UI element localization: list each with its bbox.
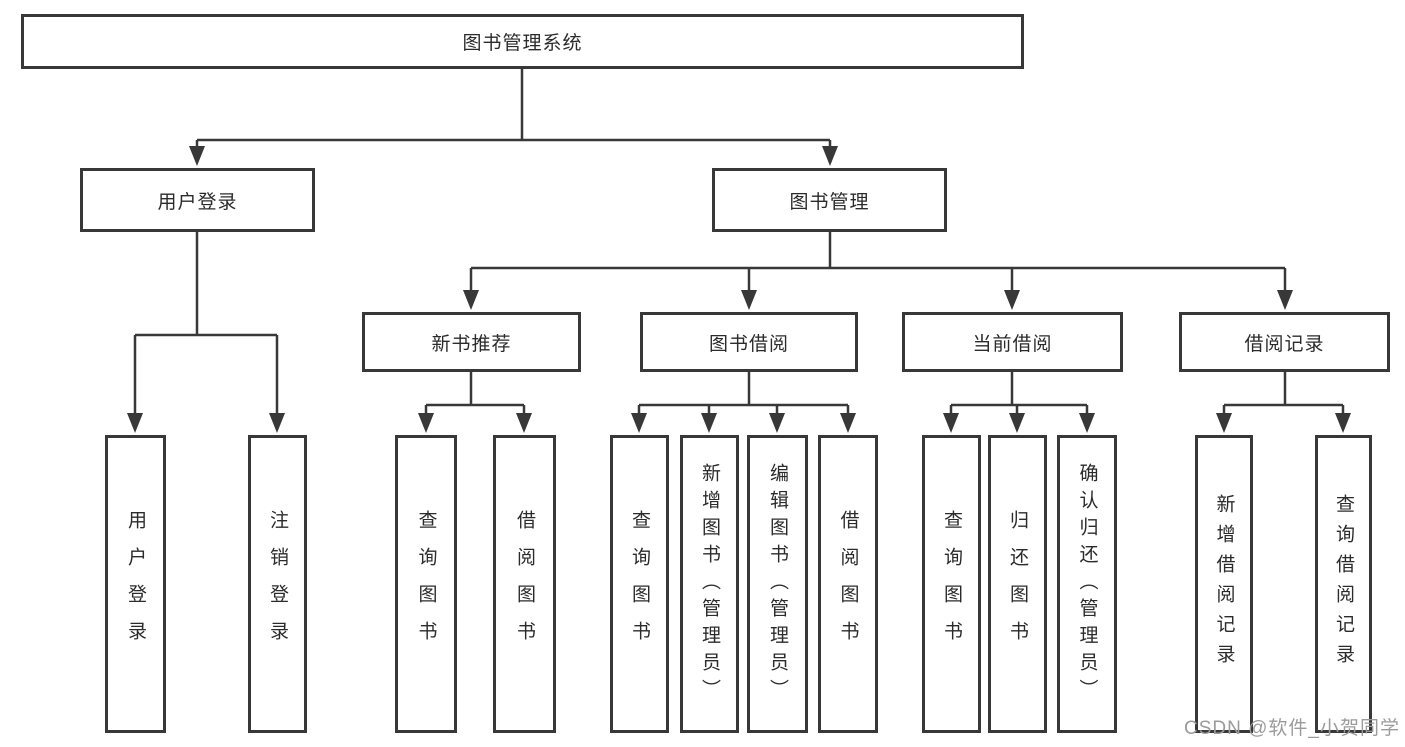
node-current-borrowing: 当前借阅 bbox=[902, 312, 1123, 372]
node-leaf-query-books-current: 查询图书 bbox=[922, 435, 981, 733]
leaf-label: 查询图书 bbox=[629, 510, 650, 658]
leaf-label: 确认归还（管理员） bbox=[1076, 462, 1098, 706]
leaf-label: 查询图书 bbox=[415, 510, 437, 658]
leaf-label: 注销登录 bbox=[267, 510, 288, 658]
arrowhead-icons bbox=[127, 146, 1351, 433]
node-leaf-borrow-books-recommend: 借阅图书 bbox=[493, 435, 556, 733]
node-leaf-logout: 注销登录 bbox=[248, 435, 307, 733]
leaf-label: 编辑图书（管理员） bbox=[767, 462, 788, 706]
leaf-label: 借阅图书 bbox=[837, 510, 859, 658]
node-leaf-query-borrow-record: 查询借阅记录 bbox=[1315, 435, 1372, 733]
leaf-label: 查询图书 bbox=[941, 510, 962, 658]
csdn-watermark: CSDN @软件_小贺同学 bbox=[1184, 718, 1400, 739]
leaf-label: 用户登录 bbox=[125, 510, 146, 658]
node-leaf-confirm-return-admin: 确认归还（管理员） bbox=[1057, 435, 1117, 733]
node-leaf-query-books-recommend: 查询图书 bbox=[395, 435, 457, 733]
leaf-label: 查询借阅记录 bbox=[1333, 494, 1354, 674]
node-new-book-recommend: 新书推荐 bbox=[362, 312, 581, 372]
node-leaf-return-books: 归还图书 bbox=[988, 435, 1047, 733]
node-root-library-system: 图书管理系统 bbox=[21, 14, 1024, 69]
node-borrow-records: 借阅记录 bbox=[1179, 312, 1390, 372]
node-leaf-borrow-books: 借阅图书 bbox=[818, 435, 878, 733]
node-leaf-query-books-borrowing: 查询图书 bbox=[610, 435, 669, 733]
node-leaf-add-borrow-record: 新增借阅记录 bbox=[1195, 435, 1253, 733]
leaf-label: 新增借阅记录 bbox=[1213, 494, 1235, 674]
node-leaf-add-books-admin: 新增图书（管理员） bbox=[680, 435, 739, 733]
node-leaf-user-login: 用户登录 bbox=[105, 435, 166, 733]
node-user-login: 用户登录 bbox=[80, 168, 315, 232]
node-book-management: 图书管理 bbox=[712, 168, 947, 232]
node-leaf-edit-books-admin: 编辑图书（管理员） bbox=[747, 435, 808, 733]
node-book-borrowing: 图书借阅 bbox=[640, 312, 858, 372]
leaf-label: 归还图书 bbox=[1007, 510, 1028, 658]
leaf-label: 借阅图书 bbox=[514, 510, 535, 658]
leaf-label: 新增图书（管理员） bbox=[699, 462, 720, 706]
